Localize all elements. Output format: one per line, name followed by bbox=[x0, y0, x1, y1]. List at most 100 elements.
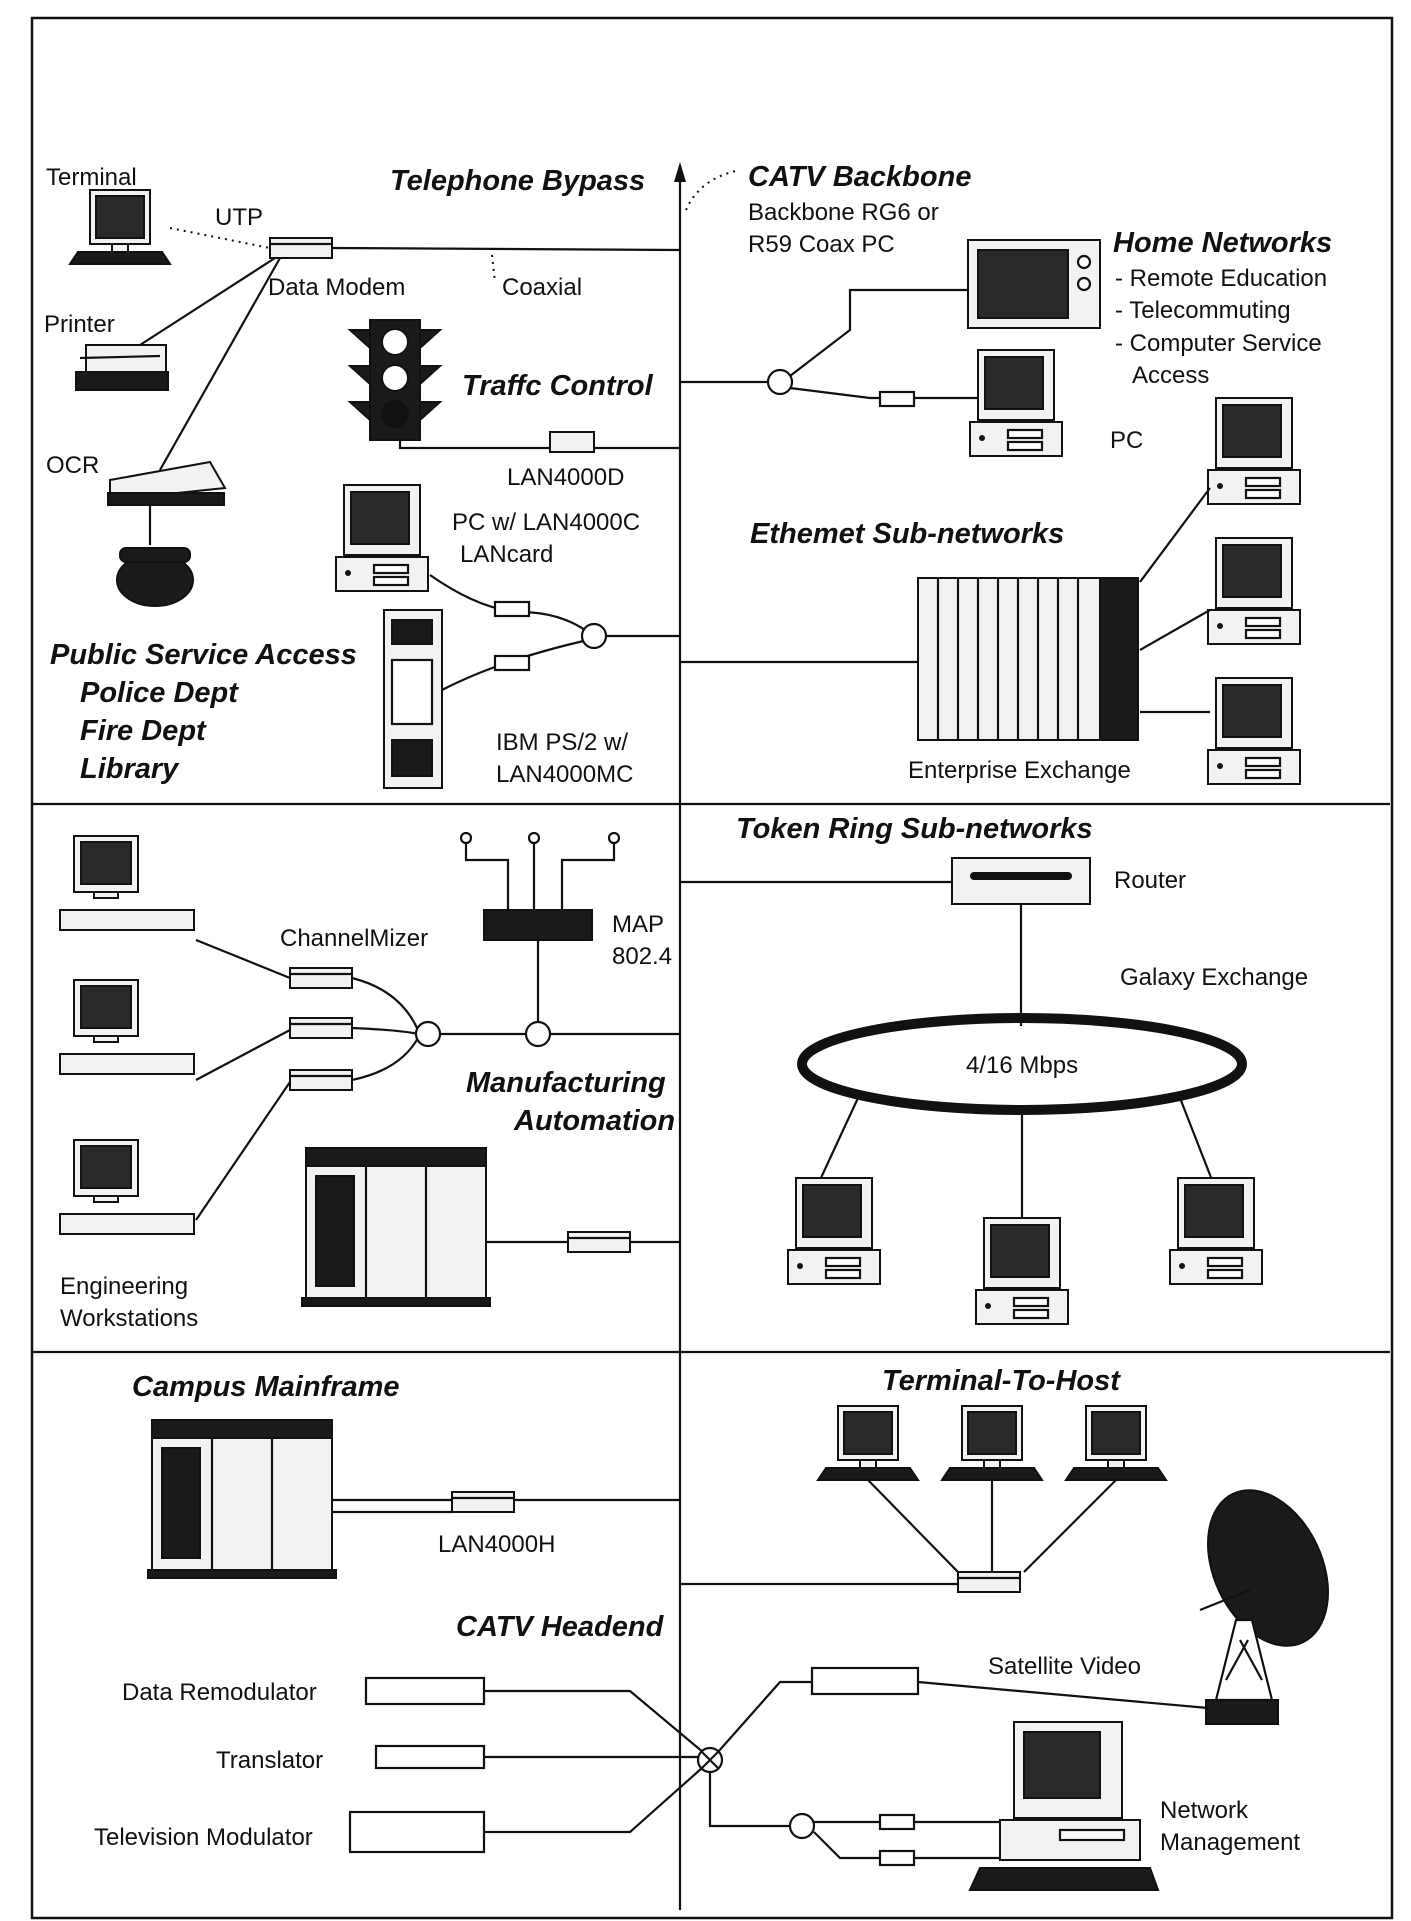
home-splitter-icon bbox=[766, 368, 794, 396]
channelmizer-1-icon bbox=[288, 966, 354, 990]
catv-headend-title: CATV Headend bbox=[456, 1611, 665, 1643]
management-label: Management bbox=[1160, 1829, 1300, 1856]
terminal-host-modem-icon bbox=[956, 1570, 1022, 1594]
mfg-splitter-1-icon bbox=[414, 1020, 442, 1048]
terminal-label: Terminal bbox=[46, 164, 137, 191]
channelmizer-label: ChannelMizer bbox=[280, 925, 428, 952]
printer-icon bbox=[75, 344, 169, 391]
ibm-ps2-icon bbox=[383, 609, 443, 789]
ethernet-pc-3-icon bbox=[1206, 676, 1302, 786]
printer-label: Printer bbox=[44, 311, 115, 338]
lan4000h-label: LAN4000H bbox=[438, 1531, 555, 1558]
terminal-to-host-title: Terminal-To-Host bbox=[882, 1365, 1121, 1397]
pc-lan4000c-label: PC w/ LAN4000C bbox=[452, 509, 640, 536]
ibm-ps2-label: IBM PS/2 w/ bbox=[496, 729, 628, 756]
lan4000d-label: LAN4000D bbox=[507, 464, 624, 491]
manufacturing-mainframe-icon bbox=[300, 1146, 492, 1308]
ocr-label: OCR bbox=[46, 452, 99, 479]
host-terminal-3-icon bbox=[1065, 1405, 1167, 1481]
manufacturing-modem-icon bbox=[566, 1230, 632, 1254]
home-item-4: Access bbox=[1132, 362, 1209, 389]
tv-modulator-box bbox=[348, 1810, 486, 1854]
map-label: MAP bbox=[612, 911, 664, 938]
lan4000mc-label: LAN4000MC bbox=[496, 761, 633, 788]
channelmizer-2-icon bbox=[288, 1016, 354, 1040]
token-ring-pc-3-icon bbox=[1168, 1176, 1264, 1286]
channelmizer-3-icon bbox=[288, 1068, 354, 1092]
home-item-2: - Telecommuting bbox=[1115, 297, 1291, 324]
lancard-label: LANcard bbox=[460, 541, 553, 568]
catv-backbone-sub2: R59 Coax PC bbox=[748, 231, 895, 258]
coaxial-label: Coaxial bbox=[502, 274, 582, 301]
catv-backbone-sub1: Backbone RG6 or bbox=[748, 199, 939, 226]
home-networks-title: Home Networks bbox=[1113, 227, 1332, 259]
lan4000d-icon bbox=[549, 431, 595, 453]
token-ring-pc-1-icon bbox=[786, 1176, 882, 1286]
satellite-dish-icon bbox=[1199, 1489, 1329, 1725]
token-ring-title: Token Ring Sub-networks bbox=[736, 813, 1093, 845]
workstations-label: Workstations bbox=[60, 1305, 198, 1332]
terminal-icon bbox=[69, 189, 171, 265]
splitter-icon bbox=[580, 622, 608, 650]
workstation-1-base bbox=[59, 909, 195, 931]
router-label: Router bbox=[1114, 867, 1186, 894]
television-icon bbox=[967, 239, 1101, 329]
traffic-control-title: Traffc Control bbox=[462, 370, 654, 402]
headend-combiner-icon bbox=[696, 1746, 724, 1774]
campus-mainframe-icon bbox=[146, 1418, 338, 1580]
token-ring-speed-label: 4/16 Mbps bbox=[966, 1052, 1078, 1079]
ethernet-pc-1-icon bbox=[1206, 396, 1302, 506]
home-item-1: - Remote Education bbox=[1115, 265, 1327, 292]
outer-frame bbox=[30, 16, 1394, 1920]
enterprise-exchange-label: Enterprise Exchange bbox=[908, 757, 1131, 784]
satellite-video-label: Satellite Video bbox=[988, 1653, 1141, 1680]
mfg-splitter-2-icon bbox=[524, 1020, 552, 1048]
workstation-1-monitor-icon bbox=[73, 835, 139, 899]
home-item-3: - Computer Service bbox=[1115, 330, 1322, 357]
library-label: Library bbox=[80, 753, 180, 785]
map-802-label: 802.4 bbox=[612, 943, 672, 970]
router-icon bbox=[951, 857, 1091, 905]
data-modem-label: Data Modem bbox=[268, 274, 405, 301]
data-remodulator-label: Data Remodulator bbox=[122, 1679, 317, 1706]
translator-label: Translator bbox=[216, 1747, 323, 1774]
workstation-3-monitor-icon bbox=[73, 1139, 139, 1203]
traffic-light-icon bbox=[347, 319, 443, 441]
map-bus-icon bbox=[459, 831, 621, 1022]
telephone-bypass-title: Telephone Bypass bbox=[390, 165, 645, 197]
network-label: Network bbox=[1160, 1797, 1249, 1824]
data-modem-icon bbox=[268, 236, 334, 260]
data-remodulator-box bbox=[364, 1676, 486, 1706]
ocr-icon bbox=[107, 460, 227, 506]
public-service-title: Public Service Access bbox=[50, 639, 357, 671]
telephone-icon bbox=[116, 547, 194, 607]
token-ring-pc-2-icon bbox=[974, 1216, 1070, 1326]
workstation-2-base bbox=[59, 1053, 195, 1075]
manufacturing-title-2: Automation bbox=[513, 1105, 675, 1137]
manufacturing-title-1: Manufacturing bbox=[466, 1067, 666, 1099]
ethernet-pc-2-icon bbox=[1206, 536, 1302, 646]
police-dept-label: Police Dept bbox=[80, 677, 239, 709]
campus-mainframe-title: Campus Mainframe bbox=[132, 1371, 400, 1403]
enterprise-exchange-icon bbox=[917, 577, 1139, 741]
galaxy-exchange-label: Galaxy Exchange bbox=[1120, 964, 1308, 991]
host-terminal-2-icon bbox=[941, 1405, 1043, 1481]
netmgmt-splitter-icon bbox=[788, 1812, 816, 1840]
workstation-2-monitor-icon bbox=[73, 979, 139, 1043]
catv-backbone-title: CATV Backbone bbox=[748, 161, 971, 193]
host-terminal-1-icon bbox=[817, 1405, 919, 1481]
engineering-label: Engineering bbox=[60, 1273, 188, 1300]
workstation-3-base bbox=[59, 1213, 195, 1235]
satellite-receiver-box bbox=[810, 1666, 920, 1696]
tv-modulator-label: Television Modulator bbox=[94, 1824, 313, 1851]
home-pc-label: PC bbox=[1110, 427, 1143, 454]
utp-label: UTP bbox=[215, 204, 263, 231]
pc-lan4000c-icon bbox=[334, 483, 430, 593]
network-management-workstation-icon bbox=[968, 1721, 1160, 1891]
backbone-arrow-icon bbox=[674, 162, 686, 182]
home-pc-icon bbox=[968, 348, 1064, 458]
fire-dept-label: Fire Dept bbox=[80, 715, 207, 747]
lan4000h-icon bbox=[450, 1490, 516, 1514]
translator-box bbox=[374, 1744, 486, 1770]
